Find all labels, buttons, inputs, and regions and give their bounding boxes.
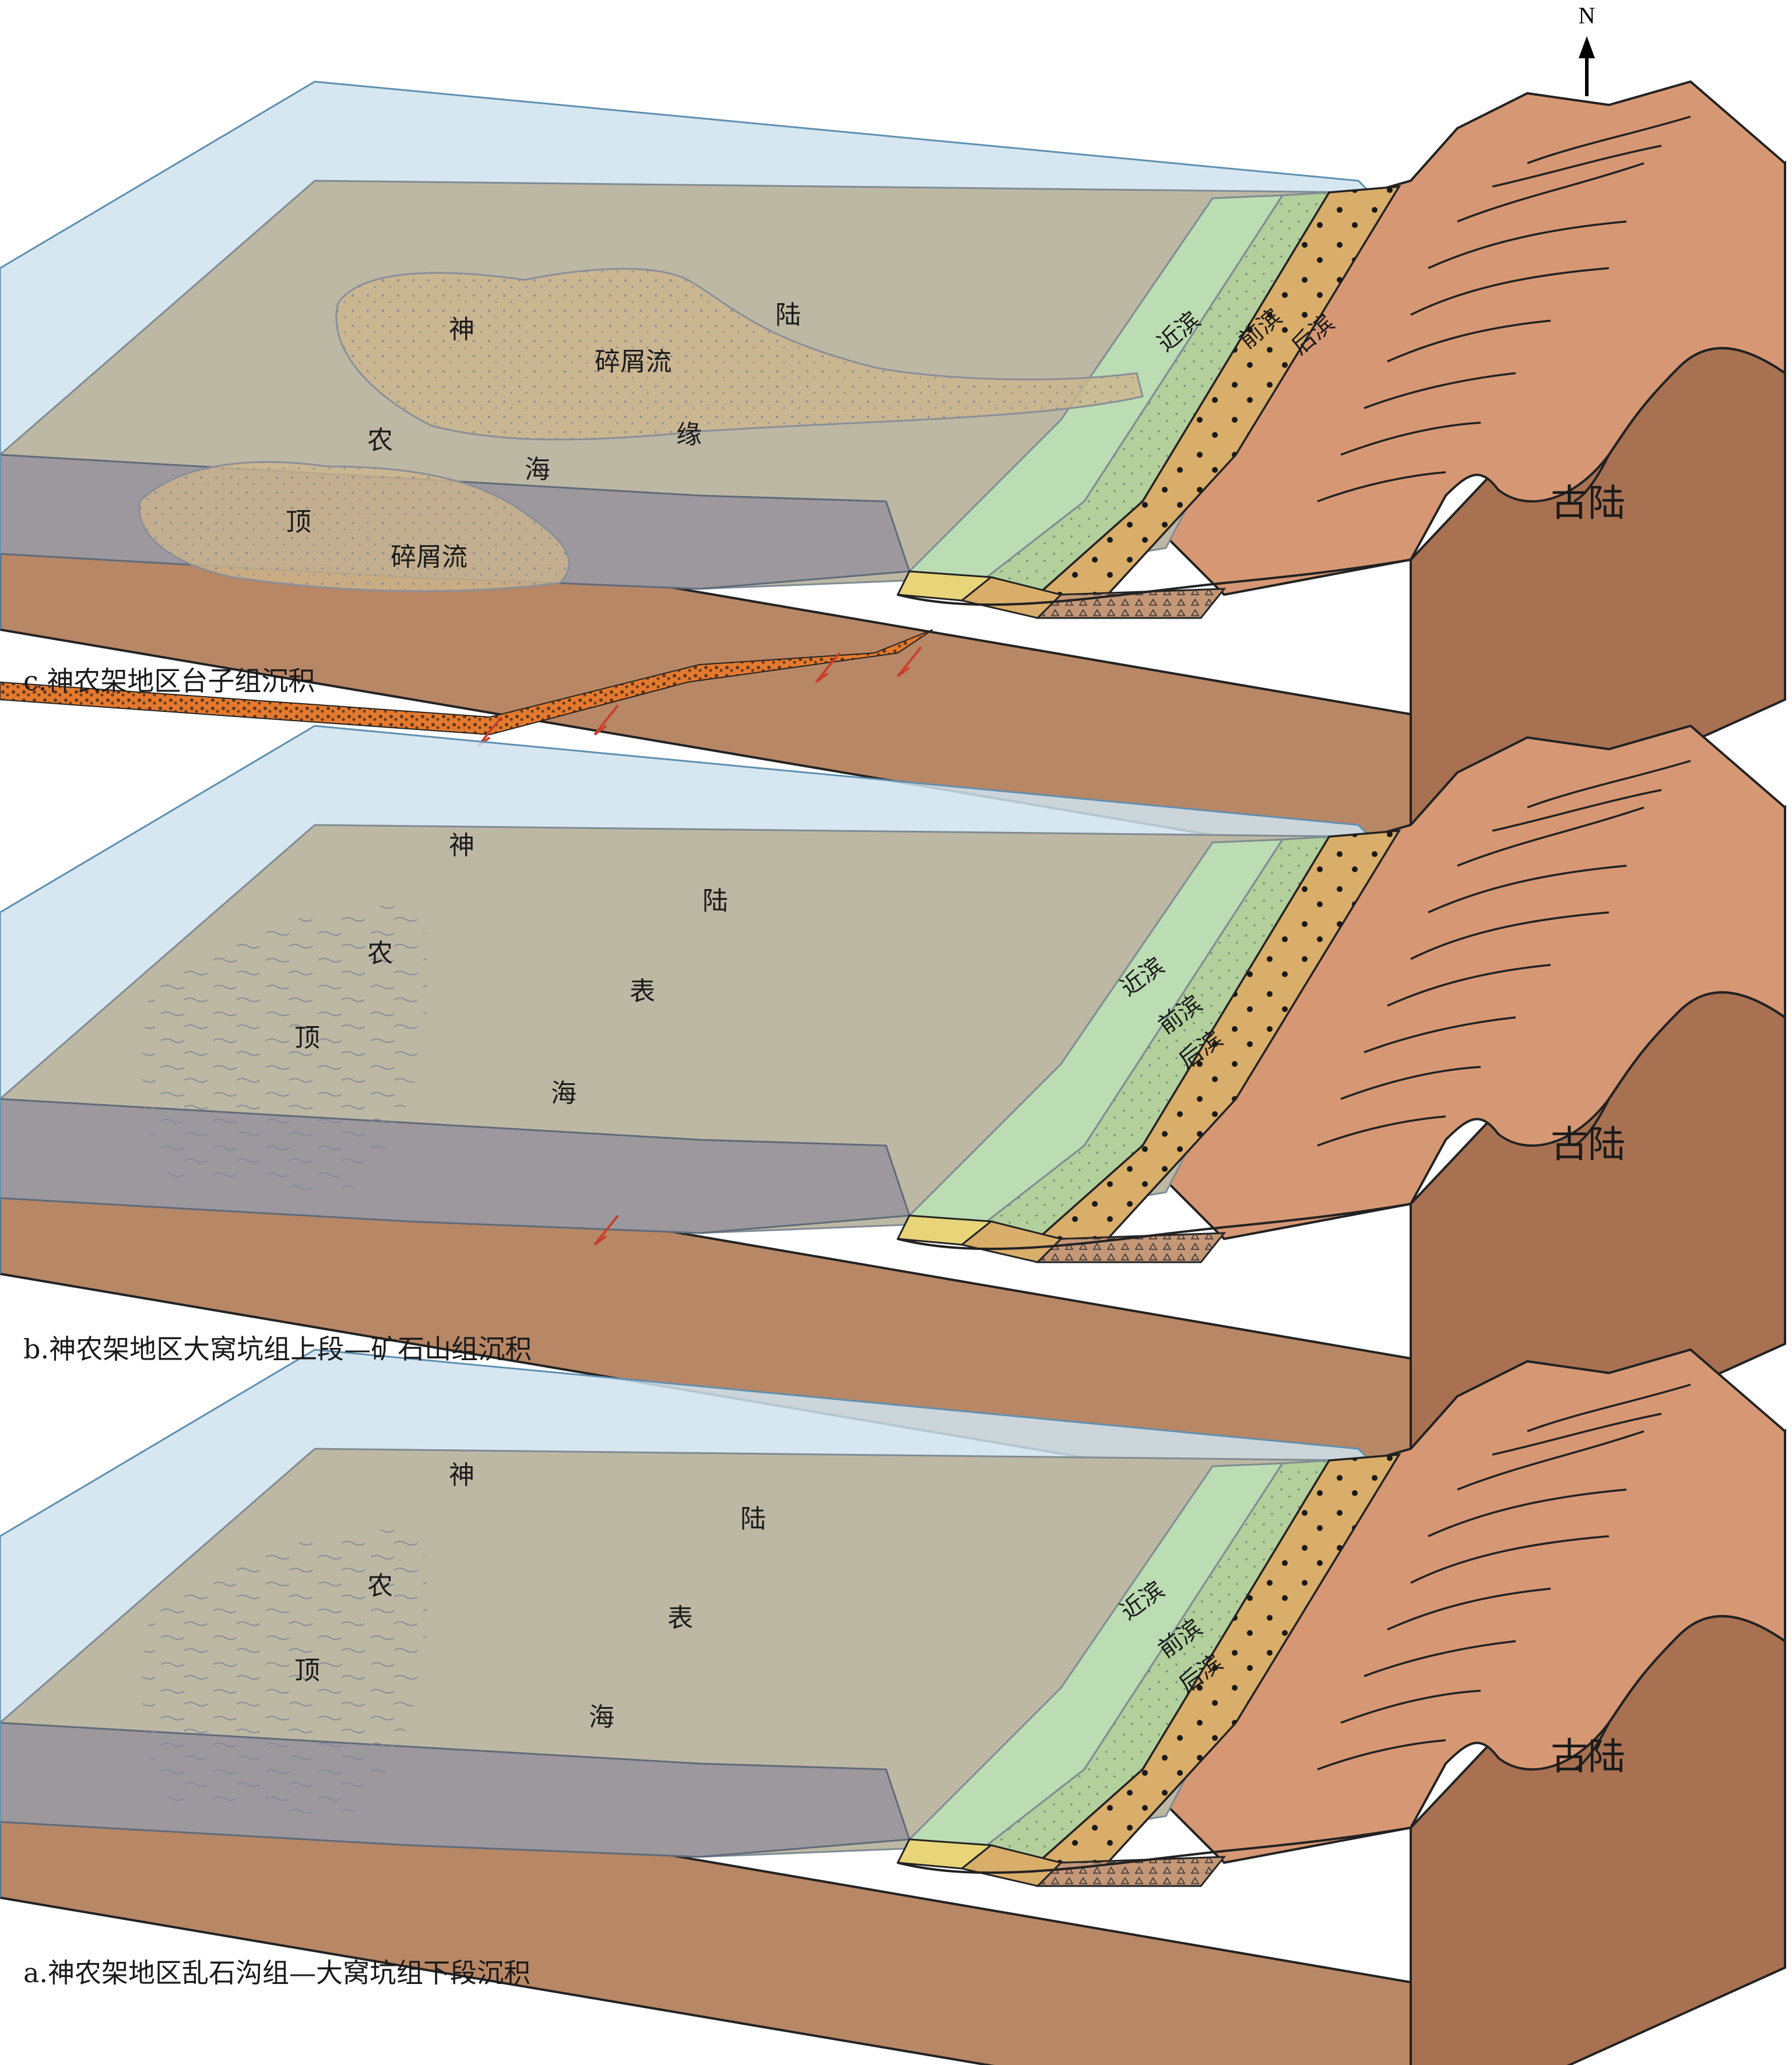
region-char-1: 神 [449, 315, 475, 345]
debris-flow-label-2: 碎屑流 [391, 542, 468, 572]
region-char-3: 顶 [294, 1656, 320, 1685]
region-char-3: 顶 [286, 507, 311, 537]
region-char-4: 陆 [740, 1504, 766, 1534]
caption-panel-b: b.神农架地区大窝坑组上段—矿石山组沉积 [23, 1333, 532, 1365]
land-label: 古陆 [1551, 1736, 1625, 1779]
region-char-4: 陆 [775, 300, 801, 330]
panel-a: 近滨 前滨 后滨 神 农 顶 陆 表 海 古陆 [0, 1348, 1786, 2065]
region-char-1: 神 [449, 1460, 475, 1490]
region-char-5: 海 [525, 455, 550, 484]
region-char-1: 神 [449, 831, 475, 861]
panel-c: 近滨 前滨 后滨 神 农 顶 陆 海 缘 碎屑流 碎屑流 古陆 [0, 80, 1786, 870]
debris-flow-label-1: 碎屑流 [595, 347, 672, 377]
region-char-2: 农 [367, 426, 393, 455]
north-label: N [1579, 2, 1596, 29]
region-char-4: 陆 [702, 886, 728, 916]
panel-b: 近滨 前滨 后滨 神 农 顶 陆 表 海 古陆 [0, 725, 1786, 1514]
land-label: 古陆 [1551, 482, 1625, 525]
caption-panel-a: a.神农架地区乱石沟组—大窝坑组下段沉积 [23, 1957, 530, 1989]
region-char-5: 表 [667, 1603, 693, 1633]
caption-panel-c: c.神农架地区台子组沉积 [23, 665, 315, 697]
region-char-2: 农 [367, 1571, 393, 1601]
region-char-5: 表 [630, 977, 655, 1006]
region-char-6: 缘 [676, 420, 702, 449]
region-char-3: 顶 [294, 1023, 320, 1053]
land-label: 古陆 [1551, 1123, 1625, 1167]
north-arrow-icon: N [1579, 2, 1596, 96]
region-char-2: 农 [367, 939, 393, 968]
region-char-6: 海 [551, 1079, 577, 1108]
region-char-6: 海 [589, 1702, 614, 1732]
